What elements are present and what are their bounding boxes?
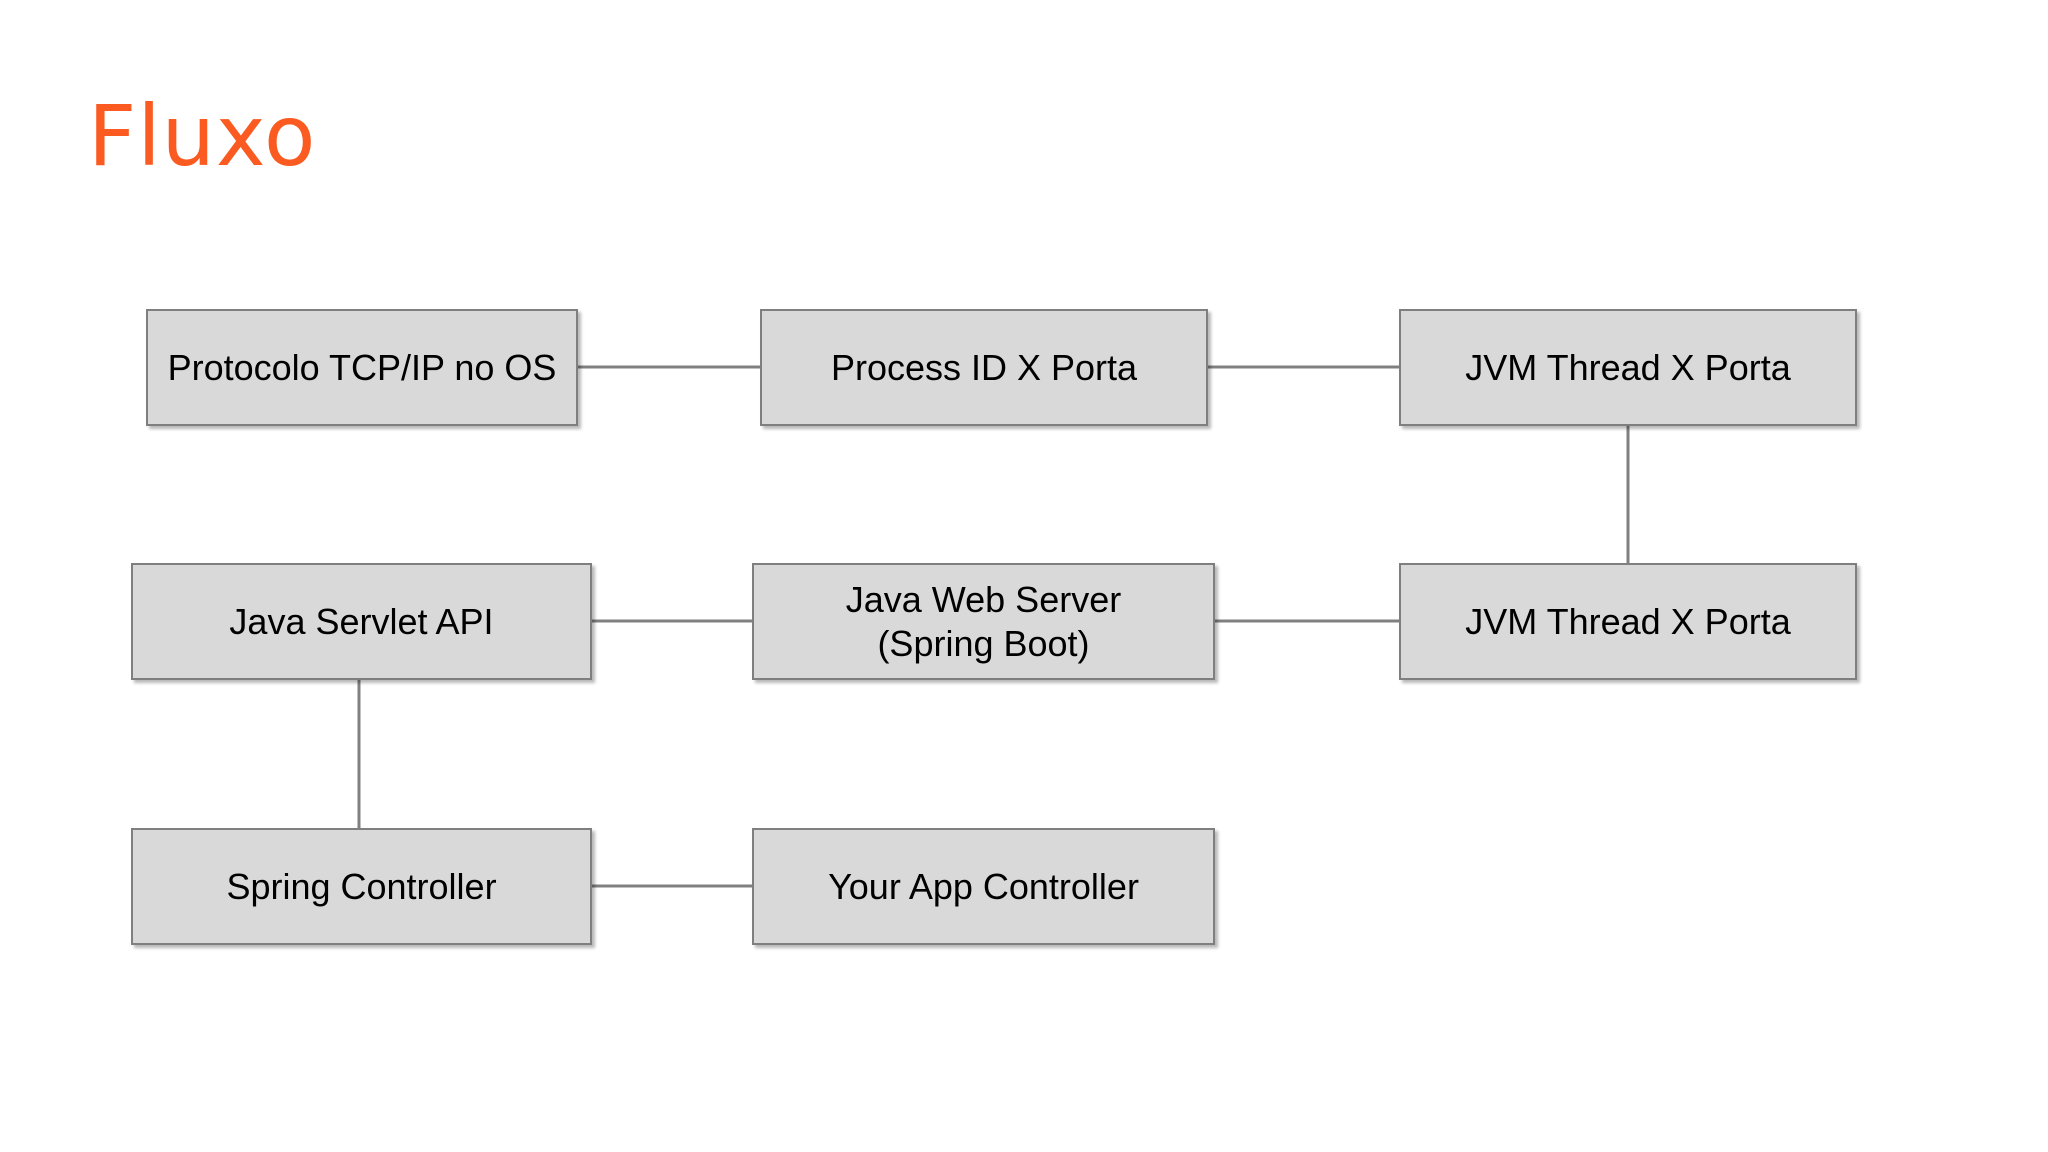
node-process-id-x-porta[interactable]: Process ID X Porta: [760, 309, 1208, 426]
node-label: Java Web Server (Spring Boot): [845, 578, 1122, 664]
node-label: JVM Thread X Porta: [1465, 346, 1791, 388]
node-java-web-server-spring-boot[interactable]: Java Web Server (Spring Boot): [752, 563, 1215, 680]
node-label: Java Servlet API: [229, 600, 494, 642]
node-jvm-thread-x-porta-middle[interactable]: JVM Thread X Porta: [1399, 563, 1857, 680]
node-java-servlet-api[interactable]: Java Servlet API: [131, 563, 592, 680]
node-jvm-thread-x-porta-top[interactable]: JVM Thread X Porta: [1399, 309, 1857, 426]
node-your-app-controller[interactable]: Your App Controller: [752, 828, 1215, 945]
node-label: Spring Controller: [226, 865, 497, 907]
node-label: JVM Thread X Porta: [1465, 600, 1791, 642]
node-label: Process ID X Porta: [830, 346, 1138, 388]
node-spring-controller[interactable]: Spring Controller: [131, 828, 592, 945]
node-label: Protocolo TCP/IP no OS: [167, 346, 557, 388]
page-title: Fluxo: [88, 87, 317, 185]
node-label: Your App Controller: [828, 865, 1139, 907]
node-protocolo-tcpip-no-os[interactable]: Protocolo TCP/IP no OS: [146, 309, 578, 426]
